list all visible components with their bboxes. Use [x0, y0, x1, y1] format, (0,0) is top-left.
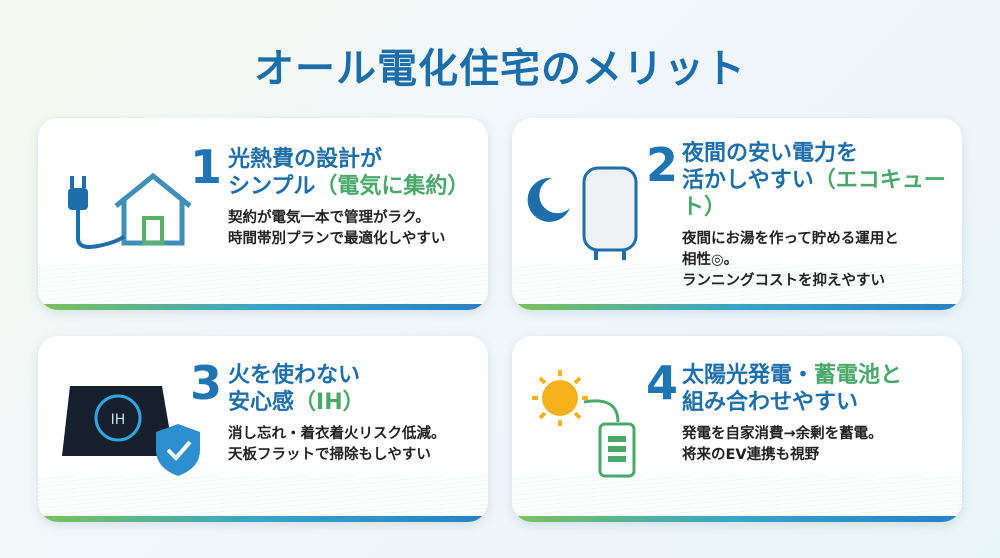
card-text: 光熱費の設計が シンプル（電気に集約） 契約が電気一本で管理がラク。時間帯別プラ…	[228, 146, 478, 250]
card-ih-safety: IH 3 火を使わない 安心感（IH） 消し忘れ・着衣着火リスク低減。天板フラッ…	[38, 336, 488, 522]
card-simple-billing: 1 光熱費の設計が シンプル（電気に集約） 契約が電気一本で管理がラク。時間帯別…	[38, 118, 488, 310]
card-number: 2	[646, 138, 679, 192]
card-night-power: 2 夜間の安い電力を 活かしやすい（エコキュート） 夜間にお湯を作って貯める運用…	[512, 118, 962, 310]
page-title: オール電化住宅のメリット	[254, 46, 746, 92]
card-number: 3	[190, 356, 223, 410]
plug-house-icon	[68, 172, 192, 249]
card-number: 1	[190, 140, 223, 194]
card-description: 夜間にお湯を作って貯める運用と相性◎。ランニングコストを抑えやすい	[682, 231, 899, 289]
card-heading: 光熱費の設計が シンプル（電気に集約）	[228, 147, 470, 199]
ih-cooktop-shield-icon: IH	[62, 386, 200, 476]
card-description: 消し忘れ・着衣着火リスク低減。天板フラットで掃除もしやすい	[228, 426, 446, 463]
card-solar-battery: 4 太陽光発電・蓄電池と 組み合わせやすい 発電を自家消費→余剰を蓄電。将来のE…	[512, 336, 962, 522]
card-description: 契約が電気一本で管理がラク。時間帯別プランで最適化しやすい	[228, 210, 446, 247]
card-text: 太陽光発電・蓄電池と 組み合わせやすい 発電を自家消費→余剰を蓄電。将来のEV連…	[682, 362, 952, 466]
sun-battery-icon	[532, 370, 636, 478]
moon-water-heater-icon	[527, 166, 638, 260]
card-description: 発電を自家消費→余剰を蓄電。将来のEV連携も視野	[682, 426, 883, 463]
svg-text:IH: IH	[111, 412, 126, 428]
card-heading: 火を使わない 安心感（IH）	[228, 363, 365, 415]
card-heading: 夜間の安い電力を 活かしやすい（エコキュート）	[682, 141, 946, 220]
card-heading: 太陽光発電・蓄電池と 組み合わせやすい	[682, 363, 903, 415]
card-text: 火を使わない 安心感（IH） 消し忘れ・着衣着火リスク低減。天板フラットで掃除も…	[228, 362, 478, 466]
card-text: 夜間の安い電力を 活かしやすい（エコキュート） 夜間にお湯を作って貯める運用と相…	[682, 140, 952, 292]
card-number: 4	[646, 356, 679, 410]
